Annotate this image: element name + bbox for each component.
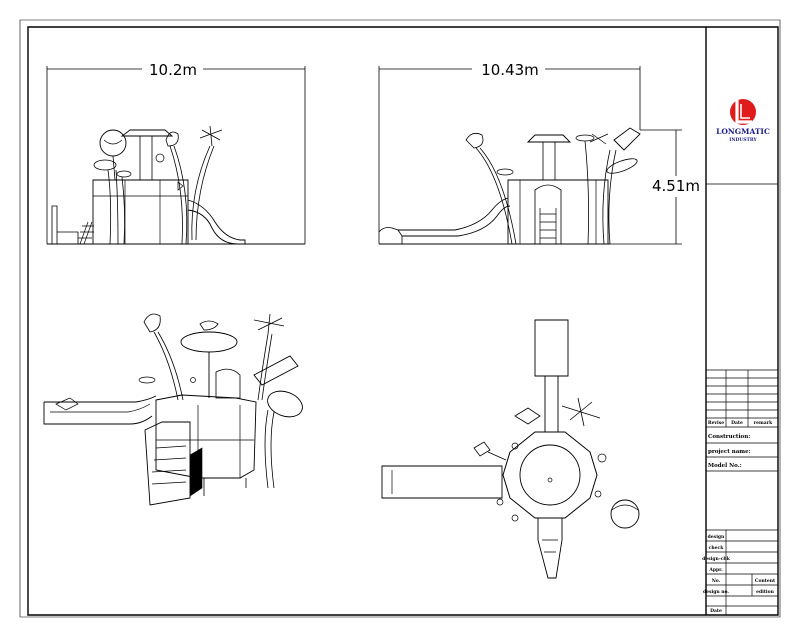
side-width-dimension: 10.43m [481,61,539,79]
design-check-field-label: design-chk [702,556,731,562]
construction-label: Construction: [708,434,750,440]
logo-tagline-text: INDUSTRY [729,137,757,143]
title-block: Revise Date remark Construction: project… [702,184,778,615]
date-field-label: Date [710,608,722,614]
model-no-label: Model No.: [708,463,742,469]
project-name-label: project name: [708,449,751,455]
design-no-field-label: design no. [703,589,729,595]
height-dimension: 4.51m [652,177,700,195]
company-logo: LONGMATIC INDUSTRY [716,99,770,143]
isometric-view [44,314,306,505]
front-elevation: 10.2m [47,61,305,244]
date-header: Date [731,420,743,426]
no-field-label: No. [712,578,721,584]
remark-header: remark [754,420,773,426]
content-field-label: Content [755,578,776,584]
inner-border [28,27,778,615]
logo-brand-text: LONGMATIC [716,127,770,136]
side-elevation: 10.43m 4.51m [379,61,700,244]
approve-field-label: Appr. [708,567,723,573]
front-width-dimension: 10.2m [149,61,197,79]
design-field-label: design [708,534,725,540]
plan-view [382,320,639,578]
edition-field-label: edition [756,589,775,595]
revise-header: Revise [708,420,724,426]
outer-border [20,20,780,617]
check-field-label: check [709,545,725,551]
